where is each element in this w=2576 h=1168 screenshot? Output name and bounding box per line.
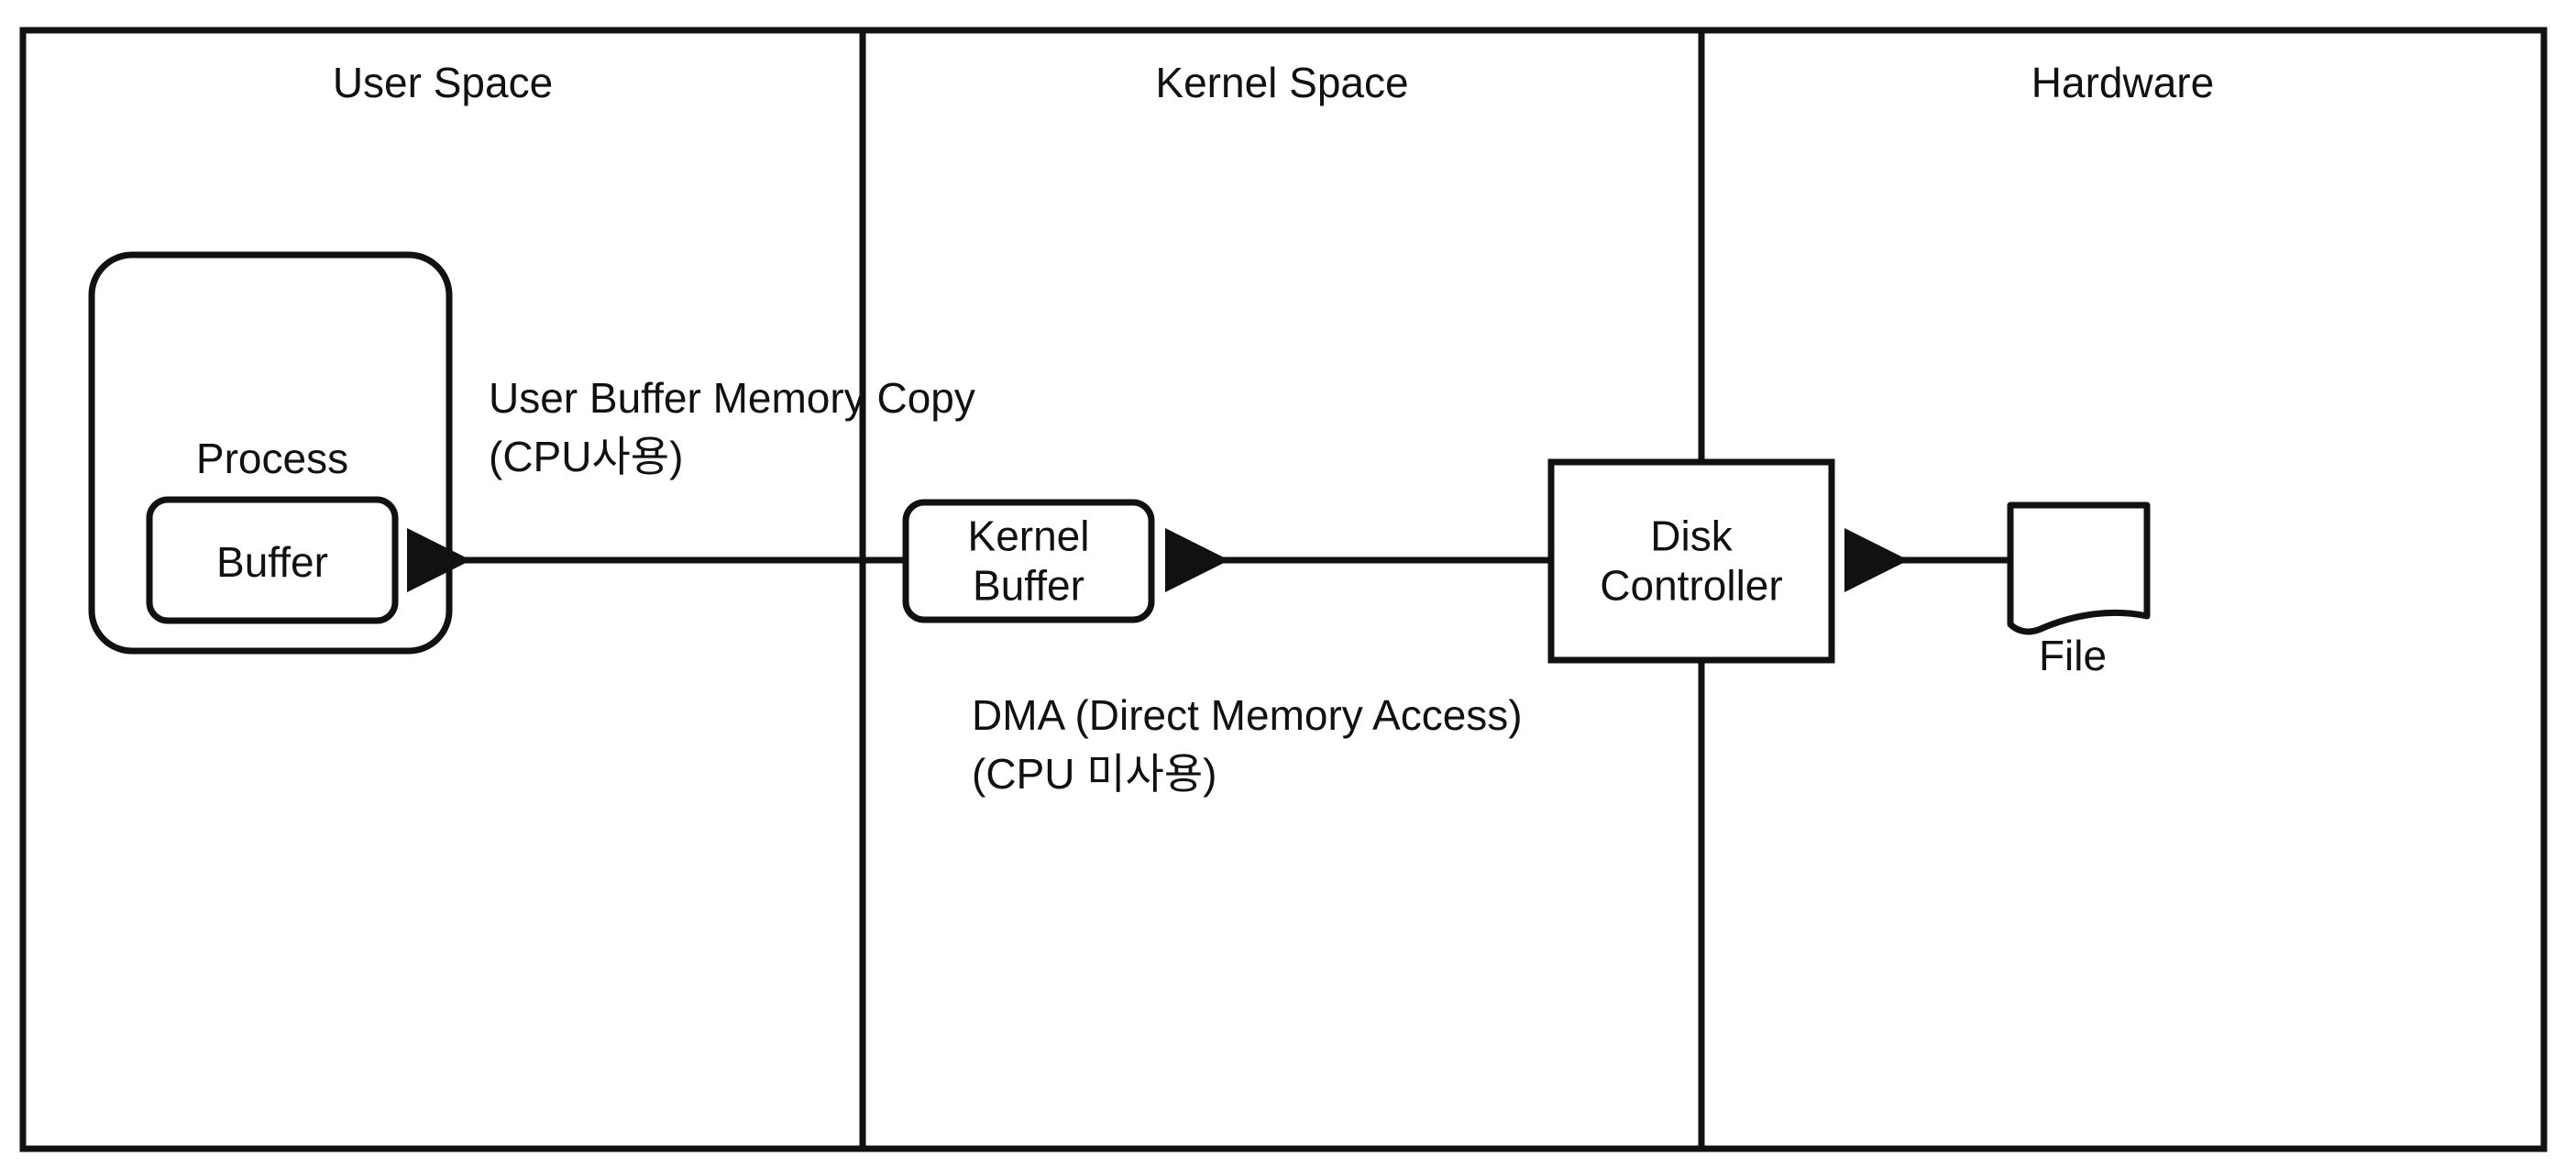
zone-title-user-space: User Space [332,59,554,106]
disk-controller-label-line2: Controller [1600,562,1783,610]
process-label: Process [195,435,349,482]
file-label: File [2038,632,2108,679]
user-buffer-label: Buffer [216,538,328,586]
edge-label-dma: DMA (Direct Memory Access) (CPU 미사용) [972,686,1523,804]
user-buffer-box[interactable] [146,496,399,624]
edge-label-copy-line2: (CPU사용) [489,433,684,481]
kernel-buffer-label-line2: Buffer [973,562,1084,610]
edge-label-dma-line1: DMA (Direct Memory Access) [972,691,1523,739]
edge-label-user-buffer-memory-copy: User Buffer Memory Copy (CPU사용) [489,369,975,487]
kernel-buffer-label-line1: Kernel [967,512,1090,560]
file-document-shape[interactable] [2007,501,2151,635]
edge-label-copy-line1: User Buffer Memory Copy [489,374,975,422]
zone-title-hardware: Hardware [2031,59,2215,106]
edge-label-dma-line2: (CPU 미사용) [972,750,1217,799]
disk-controller-label-line1: Disk [1650,512,1733,560]
zone-title-kernel-space: Kernel Space [1155,59,1409,106]
disk-controller-box[interactable] [1547,458,1835,664]
